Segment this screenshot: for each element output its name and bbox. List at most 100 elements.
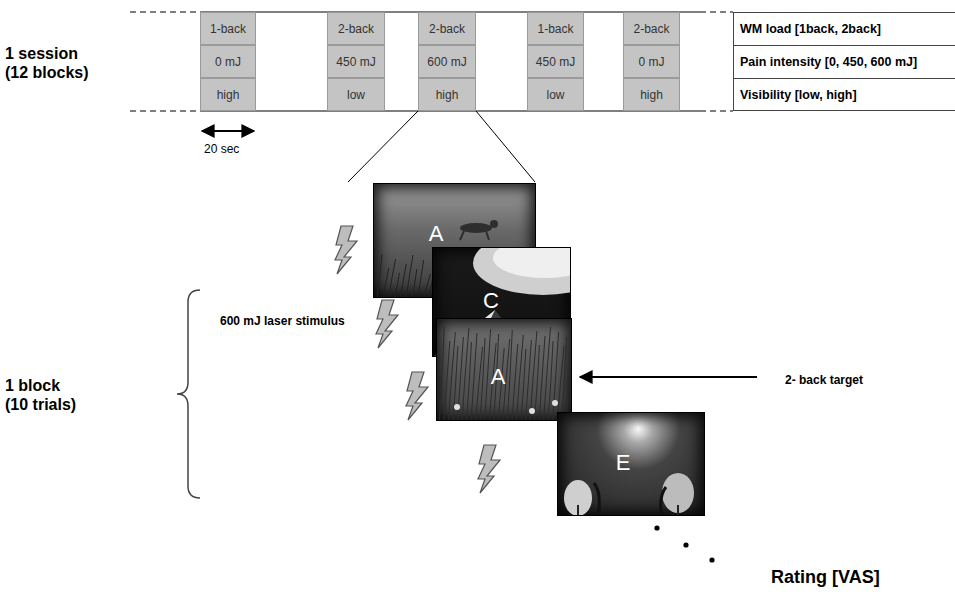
scenery-shape [507, 330, 512, 421]
condition-text: high [217, 88, 240, 102]
factor-text: Visibility [low, high] [740, 88, 857, 102]
scenery-shape [439, 327, 444, 421]
zoom-line [476, 111, 535, 182]
scenery-shape [383, 268, 389, 298]
condition-cell: high [623, 78, 680, 111]
photo-scenery [558, 413, 705, 516]
condition-cell: 450 mJ [527, 45, 584, 78]
laser-bolt [478, 445, 500, 493]
scenery-shape [412, 269, 417, 298]
scenery-shape [493, 248, 571, 278]
block-label: 1 block (10 trials) [5, 376, 81, 414]
scenery-shape [418, 260, 424, 298]
scenery-shape [480, 338, 485, 421]
laser-bolt [406, 372, 428, 420]
scenery-shape [471, 333, 477, 421]
condition-text: high [436, 88, 459, 102]
stimulus-letter: A [491, 364, 506, 390]
scenery-shape [476, 347, 483, 421]
condition-text: 1-back [210, 22, 246, 36]
condition-cell: 2-back [418, 12, 476, 45]
rating-label: Rating [VAS] [771, 567, 880, 589]
duration-arrow [202, 130, 254, 132]
condition-text: low [347, 88, 365, 102]
dashed-line [700, 111, 733, 112]
condition-text: 450 mJ [336, 55, 375, 69]
scenery-shape [454, 404, 460, 410]
factor-row: Visibility [low, high] [733, 78, 955, 111]
laser-bolt [376, 300, 398, 348]
condition-text: 0 mJ [638, 55, 664, 69]
scenery-shape [460, 231, 489, 240]
zoom-line [348, 111, 418, 182]
laser-bolt [376, 300, 398, 348]
stimulus-label: 600 mJ laser stimulus [220, 314, 345, 328]
condition-cell: 450 mJ [327, 45, 385, 78]
scenery-shape [566, 328, 572, 421]
condition-cell: 1-back [200, 12, 256, 45]
condition-cell: 0 mJ [200, 45, 256, 78]
scenery-shape [485, 329, 491, 421]
continuation-dot [683, 542, 688, 547]
condition-text: 2-back [429, 22, 465, 36]
scenery-shape [466, 342, 471, 421]
dashed-line [700, 12, 733, 13]
condition-cell: 2-back [327, 12, 385, 45]
condition-text: 450 mJ [536, 55, 575, 69]
condition-cell: 0 mJ [623, 45, 680, 78]
scenery-shape [394, 273, 399, 298]
condition-text: 2-back [633, 22, 669, 36]
condition-text: low [546, 88, 564, 102]
scenery-shape [406, 255, 413, 298]
condition-text: high [640, 88, 663, 102]
continuation-dot [654, 525, 659, 530]
condition-cell: low [527, 78, 584, 111]
condition-cell: 1-back [527, 12, 584, 45]
scenery-shape [377, 254, 382, 298]
scenery-shape [594, 483, 666, 516]
pointer-arrow [580, 376, 757, 378]
laser-bolt [335, 226, 357, 274]
stimulus-letter: C [483, 288, 499, 314]
scenery-shape [553, 332, 559, 421]
condition-text: 0 mJ [215, 55, 241, 69]
stimulus-photo: E [557, 412, 705, 516]
scenery-shape [534, 345, 539, 421]
scenery-shape [548, 341, 553, 421]
condition-cell: 2-back [623, 12, 680, 45]
factor-row: WM load [1back, 2back] [733, 12, 955, 45]
brace [177, 290, 200, 498]
condition-text: 600 mJ [427, 55, 466, 69]
condition-cell: low [327, 78, 385, 111]
condition-text: 1-back [537, 22, 573, 36]
stimulus-letter: A [429, 221, 444, 247]
condition-cell: 600 mJ [418, 45, 476, 78]
factor-text: WM load [1back, 2back] [740, 22, 881, 36]
scenery-shape [473, 248, 571, 295]
factor-text: Pain intensity [0, 450, 600 mJ] [740, 55, 917, 69]
condition-cell: high [200, 78, 256, 111]
laser-bolt [335, 226, 357, 274]
target-label: 2- back target [785, 373, 863, 387]
laser-bolt [478, 445, 500, 493]
stimulus-photo: A [436, 318, 572, 421]
scenery-shape [423, 274, 430, 298]
scenery-shape [562, 337, 567, 421]
scenery-shape [529, 408, 535, 414]
condition-cell: high [418, 78, 476, 111]
scenery-shape [552, 400, 558, 406]
continuation-dot [709, 557, 714, 562]
duration-label: 20 sec [204, 142, 239, 156]
scenery-shape [557, 346, 564, 421]
scenery-shape [571, 342, 572, 421]
session-label: 1 session (12 blocks) [5, 44, 93, 82]
scenery-shape [389, 259, 396, 298]
stimulus-letter: E [616, 450, 631, 476]
laser-bolt [406, 372, 428, 420]
factor-row: Pain intensity [0, 450, 600 mJ] [733, 45, 955, 78]
condition-text: 2-back [338, 22, 374, 36]
dashed-line [130, 12, 200, 13]
dashed-line [130, 111, 200, 112]
scenery-shape [521, 349, 526, 421]
